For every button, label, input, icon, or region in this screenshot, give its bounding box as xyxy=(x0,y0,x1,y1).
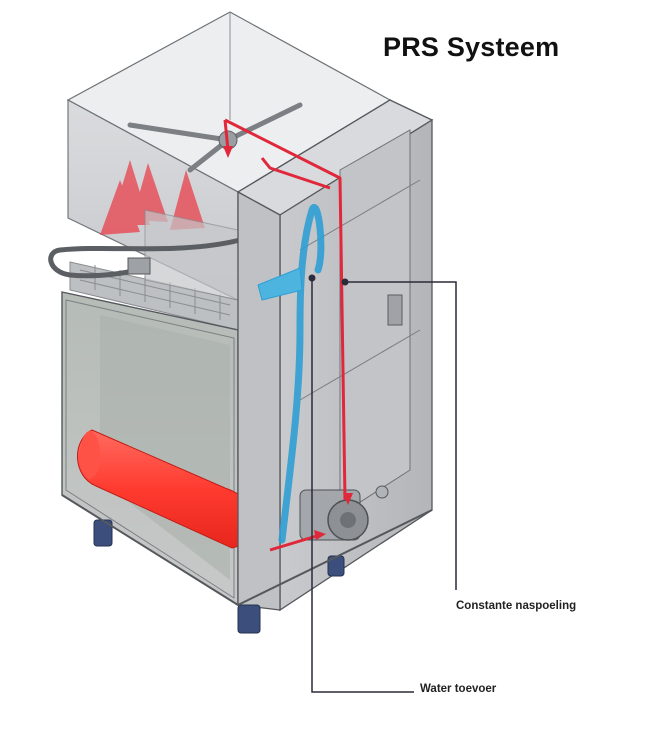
callout-line-rinse xyxy=(345,281,457,590)
label-water-supply: Water toevoer xyxy=(420,683,497,695)
spray-arm xyxy=(127,102,303,173)
heater-element xyxy=(77,429,257,549)
diagram-title: PRS Systeem xyxy=(383,32,560,62)
label-constant-rinse: Constante naspoeling xyxy=(456,600,577,612)
feet xyxy=(93,519,345,634)
pump xyxy=(299,489,369,541)
rack xyxy=(69,209,239,331)
callout-line-water xyxy=(311,278,414,693)
spray-jets xyxy=(100,160,205,235)
side-hose xyxy=(48,237,241,279)
base-edge-right xyxy=(237,509,433,606)
hose-clamp xyxy=(127,257,151,275)
base-edge xyxy=(61,494,239,606)
